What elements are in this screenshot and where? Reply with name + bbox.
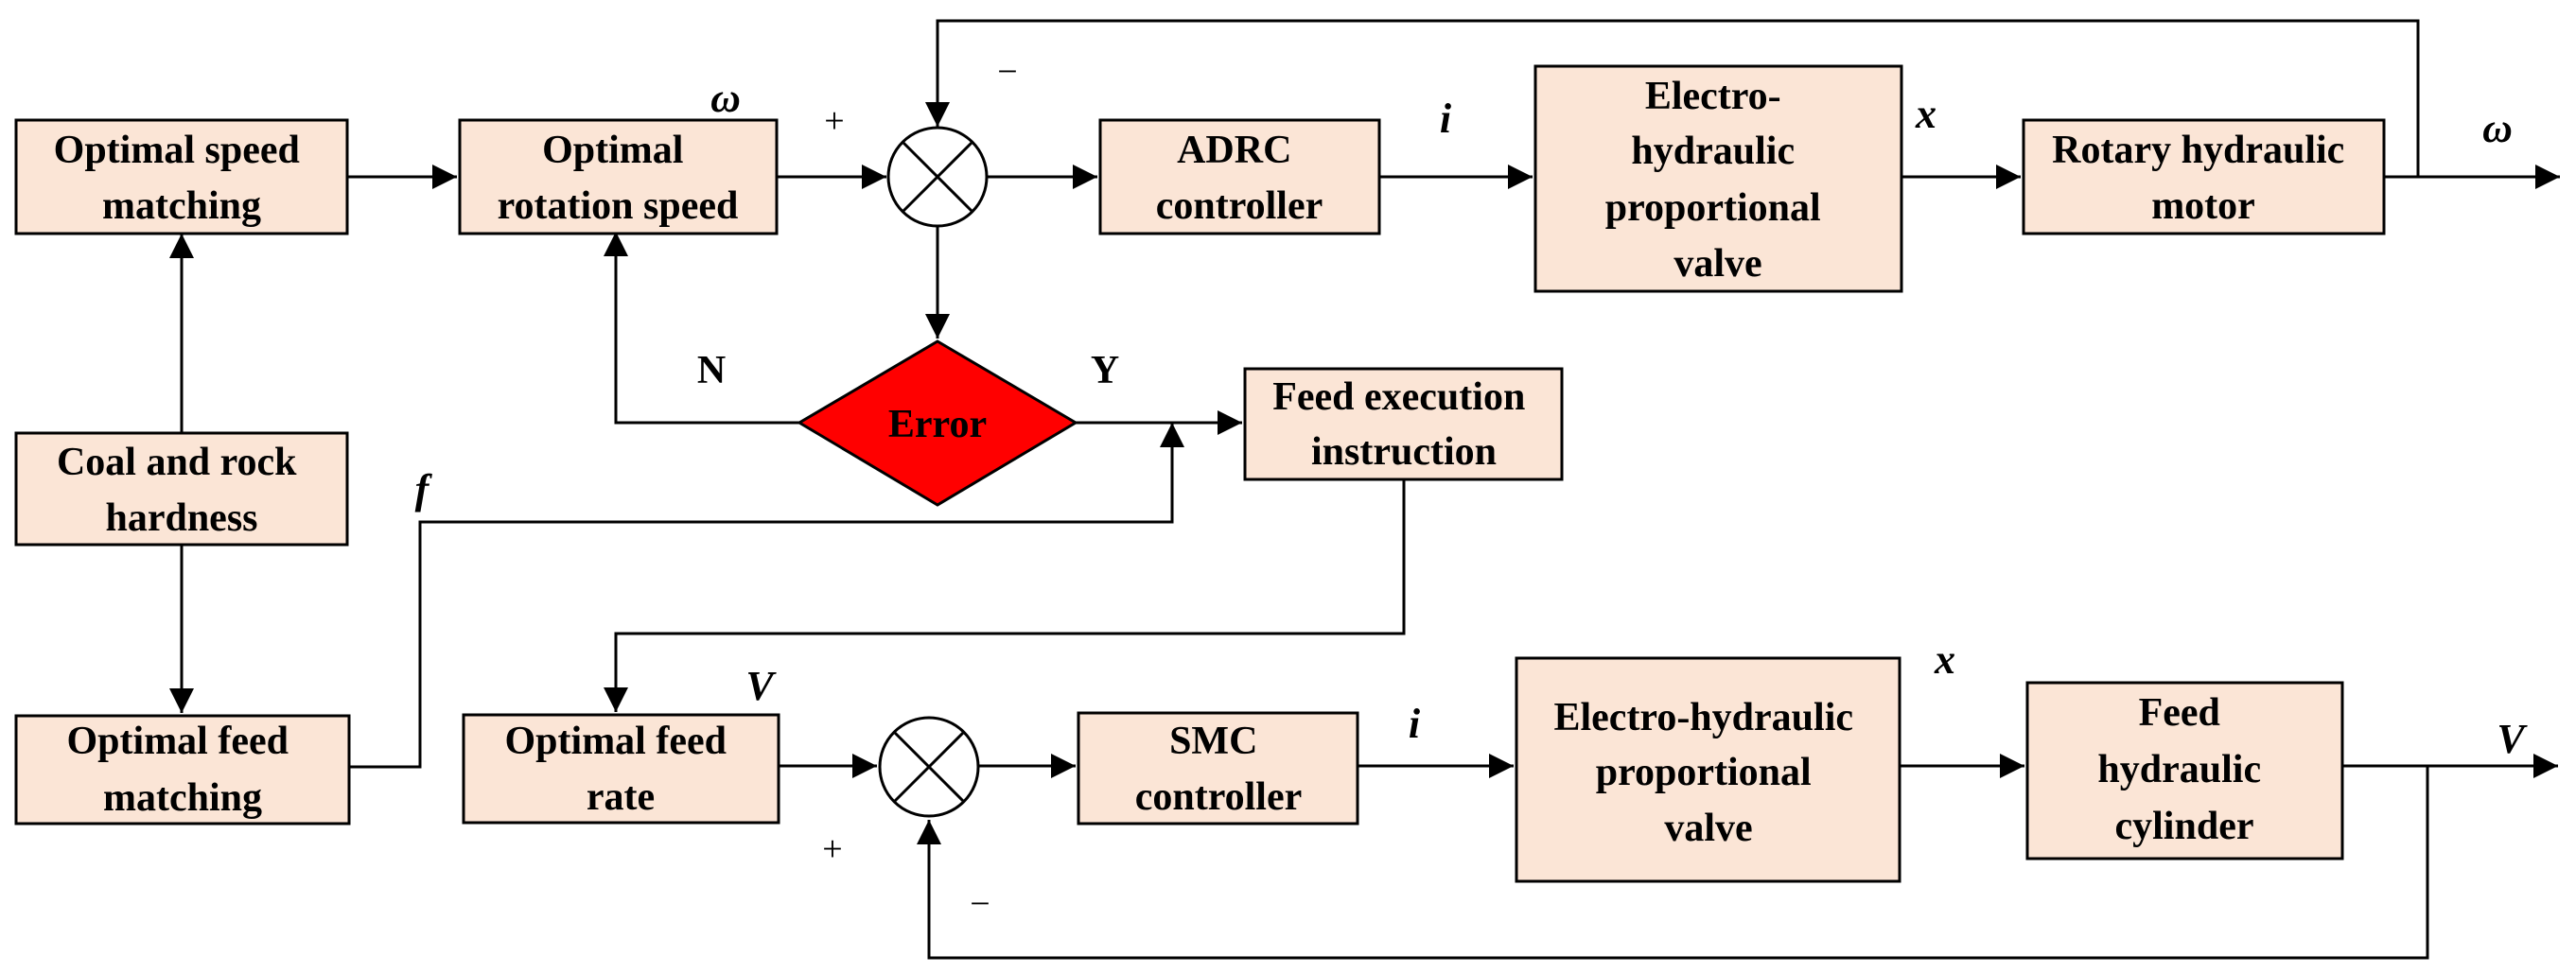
signal-omega-label: ω [710, 75, 741, 121]
block-optimal-feed-matching-label: Optimal feed matching [67, 720, 299, 820]
summing-junction-top [886, 126, 989, 228]
block-ehpv-top [1533, 64, 1903, 293]
signal-x-bottom-label: x [1934, 636, 1955, 683]
decision-yes-label: Y [1091, 349, 1119, 392]
sign-plus-top: + [824, 101, 844, 141]
block-coal-rock-hardness-label: Coal and rock hardness [57, 441, 307, 540]
block-optimal-speed-matching-label: Optimal speed matching [54, 129, 310, 228]
decision-error-diamond [797, 339, 1078, 507]
decision-error-label: Error [888, 403, 987, 446]
sign-minus-top: − [997, 52, 1017, 92]
signal-i-top-label: i [1440, 96, 1452, 142]
signal-i-bottom-label: i [1409, 701, 1421, 747]
line-f-signal [349, 423, 1174, 769]
block-feed-hydraulic-cylinder [2025, 681, 2344, 860]
signal-v-label: V [745, 663, 777, 709]
block-optimal-feed-rate-label: Optimal feed rate [505, 720, 737, 819]
sign-minus-bottom: − [970, 884, 990, 924]
block-optimal-feed-rate [462, 713, 780, 825]
block-feed-execution-instruction [1243, 367, 1564, 481]
summing-junction-bottom [878, 716, 980, 818]
sign-plus-bottom: + [822, 829, 842, 869]
block-ehpv-bottom-label: Electro-hydraulic proportional valve [1553, 696, 1863, 850]
block-feed-hydraulic-cylinder-label: Feed hydraulic cylinder [2097, 691, 2270, 848]
block-optimal-rotation-speed-label: Optimal rotation speed [498, 129, 739, 228]
block-adrc-controller-label: ADRC controller [1156, 129, 1323, 228]
block-feed-execution-instruction-label: Feed execution instruction [1272, 375, 1535, 474]
signal-omega-output-label: ω [2482, 105, 2513, 151]
block-adrc-controller [1098, 118, 1381, 235]
connector-lines [169, 19, 2560, 960]
block-rotary-hydraulic-motor [2022, 118, 2386, 235]
block-rotary-hydraulic-motor-label: Rotary hydraulic motor [2052, 129, 2355, 228]
arrow-error-no-branch [604, 232, 799, 425]
block-smc-controller-label: SMC controller [1135, 720, 1303, 819]
block-optimal-speed-matching [14, 118, 349, 235]
block-optimal-rotation-speed [458, 118, 779, 235]
block-ehpv-bottom [1515, 656, 1901, 883]
decision-no-label: N [697, 349, 726, 392]
block-optimal-feed-matching [14, 714, 351, 825]
signal-x-top-label: x [1915, 91, 1936, 137]
arrow-feed-execution-to-feed-rate [604, 479, 1406, 712]
signal-v-output-label: V [2497, 716, 2528, 762]
feedback-omega [925, 19, 2420, 177]
block-smc-controller [1077, 711, 1359, 825]
feedback-v [917, 766, 2429, 960]
signal-f-label: f [415, 466, 433, 513]
block-ehpv-top-label: Electro- hydraulic proportional valve [1605, 75, 1831, 286]
block-coal-rock-hardness [14, 431, 349, 547]
